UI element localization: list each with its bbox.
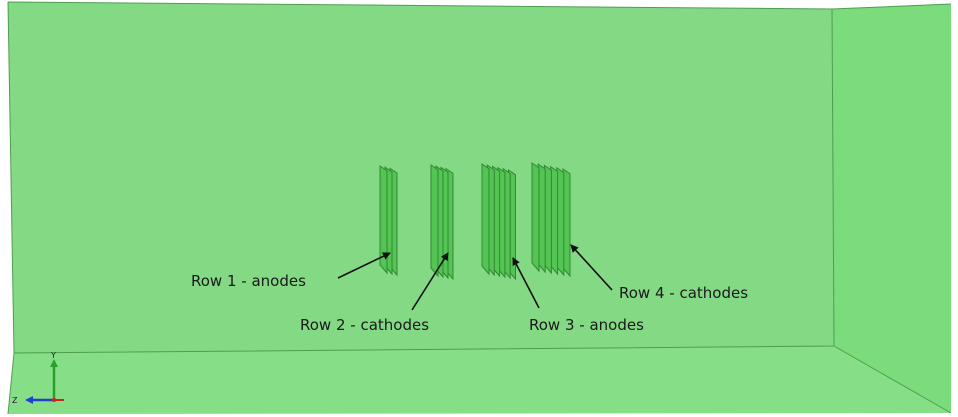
y-axis-label: Y: [50, 351, 56, 360]
row4-label: Row 4 - cathodes: [619, 284, 748, 302]
axis-triad: Y Z: [12, 351, 64, 405]
domain-edge: [7, 352, 15, 415]
row2-arrow: [411, 252, 449, 311]
row3-arrow: [512, 257, 540, 309]
row4-arrow: [570, 244, 613, 291]
row3-label: Row 3 - anodes: [529, 316, 644, 334]
z-axis-label: Z: [12, 396, 18, 405]
row2-label: Row 2 - cathodes: [300, 316, 429, 334]
electrode-plate: [379, 165, 388, 275]
domain-edge: [833, 345, 952, 414]
domain-side-wall: [832, 4, 951, 413]
electrode-plate: [531, 162, 540, 273]
electrode-row-4: [531, 162, 571, 278]
domain-edge: [831, 3, 952, 10]
y-axis-arrowhead-icon: [50, 359, 58, 367]
electrode-plate: [430, 164, 439, 278]
z-axis-arrowhead-icon: [25, 396, 33, 404]
domain-back-wall: [8, 2, 834, 353]
row1-arrow: [337, 252, 391, 279]
axis-origin-icon: [52, 398, 56, 402]
row1-label: Row 1 - anodes: [191, 272, 306, 290]
electrode-row-2: [430, 164, 454, 281]
domain-floor: [8, 346, 951, 414]
electrode-row-1: [379, 165, 398, 277]
electrode-plate: [481, 163, 490, 276]
electrode-plates: [379, 162, 571, 281]
electrode-row-3: [481, 163, 516, 281]
